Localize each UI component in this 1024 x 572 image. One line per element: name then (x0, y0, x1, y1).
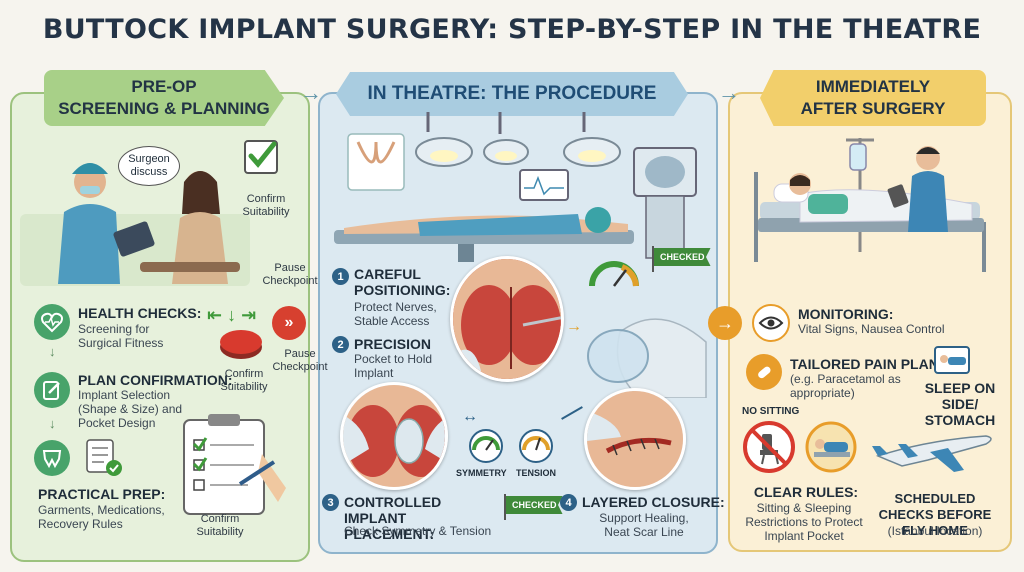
scheduled-checks-text: (Istanbul location) (887, 524, 983, 538)
step-2-number: 2 (332, 336, 349, 353)
eye-icon (752, 304, 790, 342)
scheduled-checks-heading: SCHEDULED CHECKS BEFORE FLY HOME (878, 491, 992, 538)
flag-pole (504, 494, 506, 520)
gauge-icon (589, 261, 639, 287)
no-sitting-label: NO SITTING (742, 406, 800, 417)
speech-bubble: Surgeon discuss (118, 146, 180, 186)
plan-confirmation-heading: PLAN CONFIRMATION: (78, 372, 233, 388)
pre-op-banner: PRE-OP SCREENING & PLANNING (44, 70, 284, 126)
implant-placement-image (340, 382, 448, 490)
step-3-heading: CONTROLLED IMPLANT PLACEMENT: (344, 494, 442, 542)
practical-prep-heading: PRACTICAL PREP: (38, 486, 166, 502)
monitoring-text: Vital Signs, Nausea Control (798, 322, 945, 336)
sleep-label: SLEEP ON SIDE/ STOMACH (924, 380, 996, 428)
checkbox-icon (244, 140, 278, 174)
garment-icon (34, 440, 70, 476)
pain-plan-text: (e.g. Paracetamol as appropriate) (790, 372, 901, 400)
theatre-banner: IN THEATRE: THE PROCEDURE (336, 72, 688, 116)
step-2-text: Pocket to Hold Implant (354, 352, 433, 380)
operating-room-illustration (334, 112, 697, 262)
plan-confirmation-text: Implant Selection (Shape & Size) and Poc… (78, 388, 183, 430)
after-surgery-banner: IMMEDIATELY AFTER SURGERY (760, 70, 986, 126)
arrow-right-icon: → (708, 306, 742, 340)
tension-label: TENSION (516, 468, 557, 478)
pain-plan-heading: TAILORED PAIN PLAN: (790, 356, 944, 372)
checklist-icon (86, 439, 122, 476)
confirm-suitability-bottom: Confirm Suitability (196, 513, 244, 538)
confirm-suitability-top: Confirm Suitability (242, 193, 290, 218)
checked-flag-bottom: CHECKED (506, 496, 563, 514)
symmetry-gauge-icon (469, 429, 503, 463)
step-4-text: Support Healing, Neat Scar Line (599, 511, 689, 539)
pre-op-banner-line2: SCREENING & PLANNING (58, 99, 270, 118)
checked-flag-top: CHECKED (654, 248, 711, 266)
monitoring-heading: MONITORING: (798, 306, 894, 322)
practical-prep-text: Garments, Medications, Recovery Rules (38, 503, 165, 531)
step-1-heading: CAREFUL POSITIONING: (354, 266, 451, 298)
arrow-down-icon: ↓ (49, 416, 56, 431)
edit-plan-icon (34, 372, 70, 408)
checkpoint-label-b: Pause Checkpoint (272, 348, 328, 373)
checkpoint-label-a: Pause Checkpoint (262, 262, 318, 287)
airplane-icon (872, 435, 992, 472)
after-banner-line2: AFTER SURGERY (800, 99, 946, 118)
heart-monitor-icon (34, 304, 70, 340)
page-title: BUTTOCK IMPLANT SURGERY: STEP-BY-STEP IN… (42, 14, 982, 45)
pre-op-banner-line1: PRE-OP (131, 77, 197, 96)
step-3-text: Check Symmetry & Tension (344, 524, 492, 538)
pause-button-icon (220, 330, 262, 354)
flag-pole (652, 246, 654, 272)
closure-image (584, 388, 686, 490)
side-sleep-icon (805, 421, 857, 473)
step-4-heading: LAYERED CLOSURE: (582, 494, 725, 510)
symmetry-label: SYMMETRY (456, 468, 507, 478)
clear-rules-heading: CLEAR RULES: (753, 484, 859, 500)
step-3-number: 3 (322, 494, 339, 511)
implant-hand-illustration (587, 318, 707, 398)
sleep-icon (934, 346, 970, 374)
arrow-down-icon: ↓ (49, 344, 56, 359)
arrows-icon: ↔ (462, 408, 478, 425)
step-1-text: Protect Nerves, Stable Access (354, 300, 437, 328)
tension-gauge-icon (519, 429, 553, 463)
flow-arrow-icon: → (300, 80, 322, 105)
arrow-right-icon: → (566, 318, 582, 335)
health-checks-text: Screening for Surgical Fitness (78, 322, 164, 350)
step-4-number: 4 (560, 494, 577, 511)
step-2-heading: PRECISION (354, 336, 432, 352)
clipboard-checklist-icon (183, 414, 286, 515)
consultation-illustration (20, 163, 250, 286)
step-1-number: 1 (332, 268, 349, 285)
pill-icon (746, 354, 782, 390)
confirm-suitability-mid: Confirm Suitability (220, 368, 268, 393)
forward-icon: » (272, 306, 306, 340)
flow-arrow-icon: → (718, 80, 740, 105)
surgical-site-image (450, 256, 564, 382)
arrow-down-icons: ⇤ ↓ ⇥ (207, 305, 257, 325)
after-banner-line1: IMMEDIATELY (815, 77, 931, 96)
recovery-bed-illustration (754, 138, 986, 272)
health-checks-heading: HEALTH CHECKS: (78, 305, 202, 321)
no-sitting-icon (743, 421, 795, 473)
clear-rules-text: Sitting & Sleeping Restrictions to Prote… (745, 501, 863, 543)
